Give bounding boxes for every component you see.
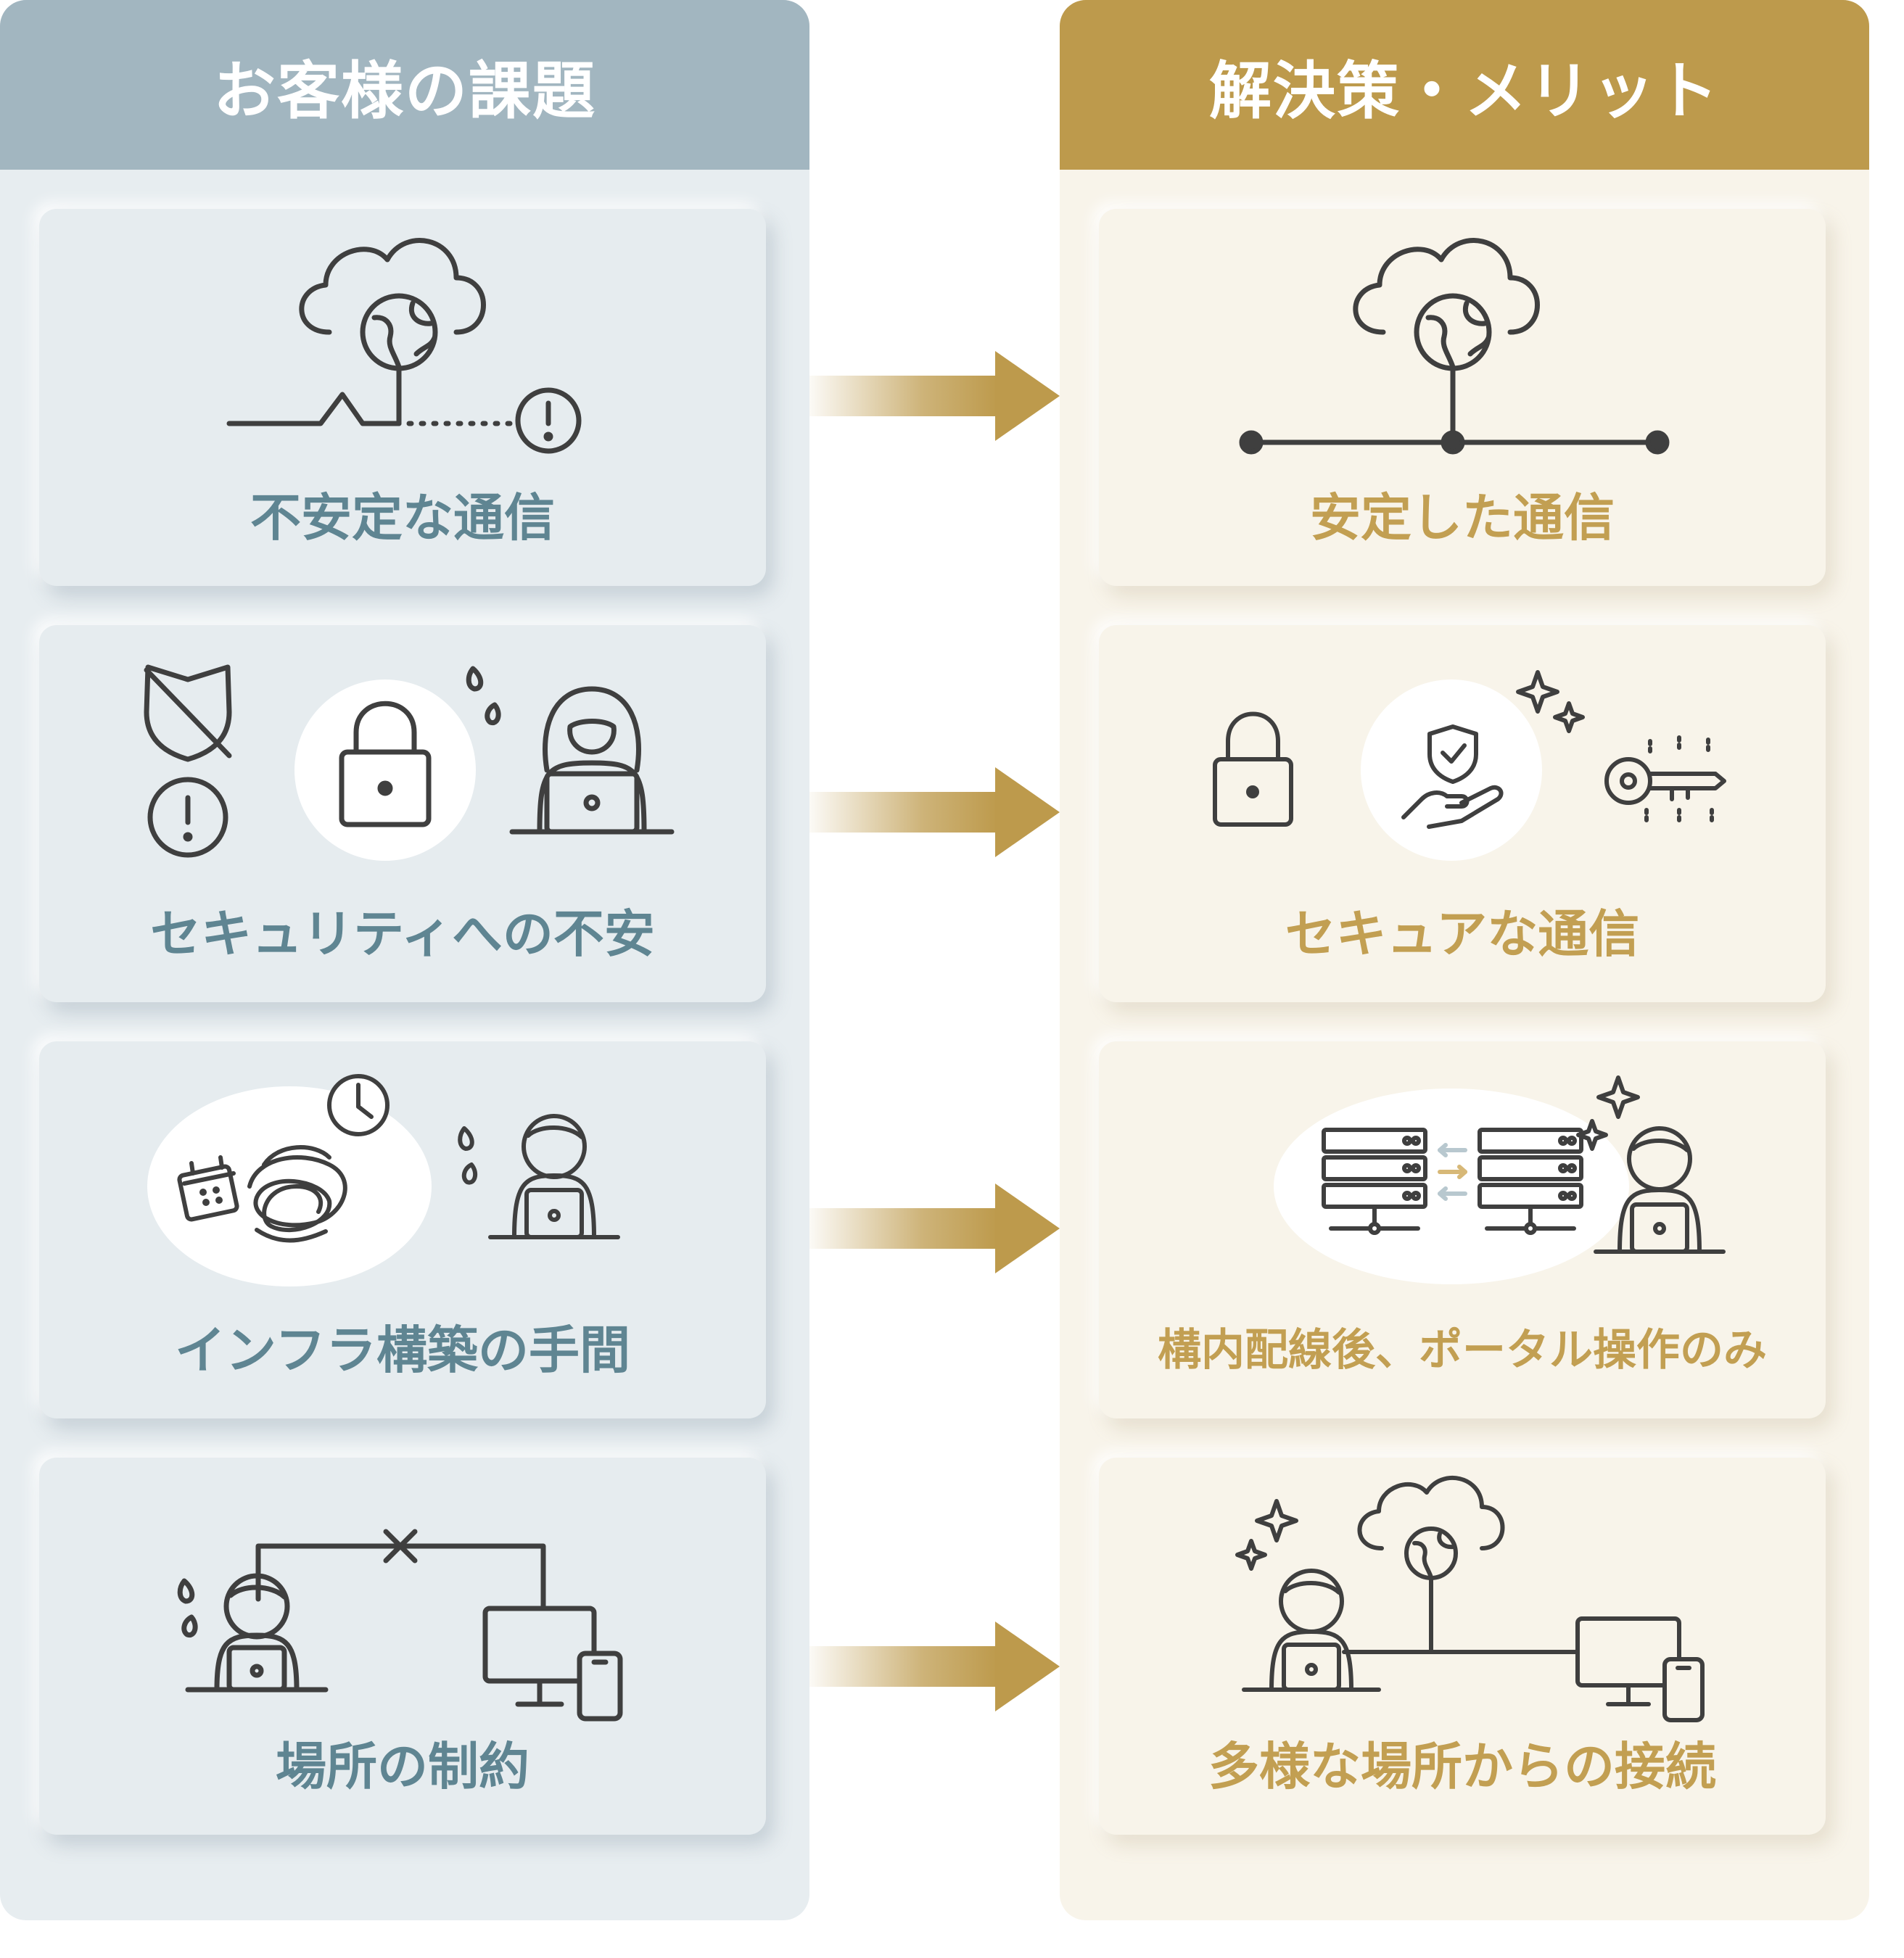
right-arrow-icon — [809, 351, 1060, 441]
multi-location-network-icon — [1235, 1476, 1705, 1722]
solution-label: 多様な場所からの接続 — [1208, 1736, 1716, 1796]
problem-card-location-constraint: 場所の制約 — [39, 1458, 766, 1835]
solutions-header: 解決策・メリット — [1060, 0, 1869, 170]
problem-card-security-anxiety: セキュリティへの不安 — [39, 625, 766, 1002]
solutions-column: 解決策・メリット 安定した通信 — [1060, 0, 1869, 1920]
solution-label: セキュアな通信 — [1285, 904, 1640, 964]
solution-card-stable-connection: 安定した通信 — [1099, 209, 1826, 586]
problems-column: お客様の課題 不安定な通信 — [0, 0, 809, 1920]
server-portal-icon — [1274, 1075, 1726, 1284]
solution-card-portal-operation: 構内配線後、ポータル操作のみ — [1099, 1041, 1826, 1418]
tangled-infrastructure-icon — [147, 1074, 620, 1286]
right-arrow-icon — [809, 767, 1060, 857]
solution-card-secure-connection: セキュアな通信 — [1099, 625, 1826, 1002]
problem-label: セキュリティへの不安 — [150, 904, 655, 964]
security-risk-icon — [144, 664, 675, 861]
solution-label: 構内配線後、ポータル操作のみ — [1158, 1324, 1767, 1376]
unstable-network-icon — [226, 238, 582, 454]
location-restriction-icon — [177, 1529, 623, 1722]
solution-label: 安定した通信 — [1310, 487, 1615, 548]
secure-connection-icon — [1213, 670, 1726, 861]
problems-header: お客様の課題 — [0, 0, 809, 170]
right-arrow-icon — [809, 1622, 1060, 1711]
right-arrow-icon — [809, 1184, 1060, 1273]
problem-card-infrastructure-effort: インフラ構築の手間 — [39, 1041, 766, 1418]
problem-label: 不安定な通信 — [250, 487, 555, 548]
stable-network-icon — [1239, 238, 1670, 455]
problem-card-unstable-connection: 不安定な通信 — [39, 209, 766, 586]
problem-label: 場所の制約 — [276, 1736, 529, 1796]
problem-label: インフラ構築の手間 — [175, 1320, 630, 1380]
solution-card-various-locations: 多様な場所からの接続 — [1099, 1458, 1826, 1835]
